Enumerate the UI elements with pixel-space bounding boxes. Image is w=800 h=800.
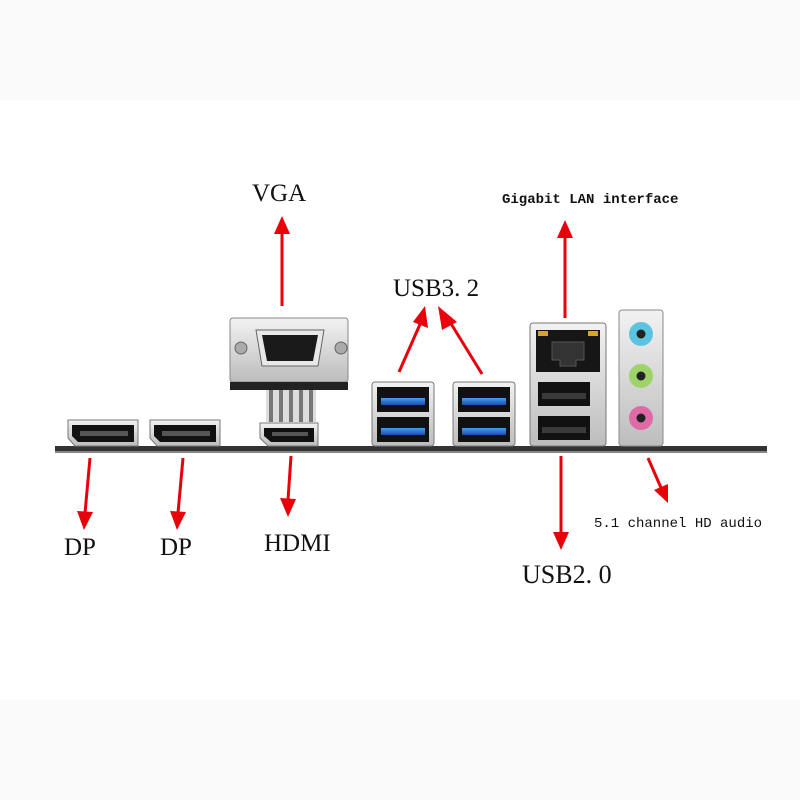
top-margin [0,0,800,100]
usb32-stack-left [371,381,435,447]
label-usb20: USB2. 0 [522,560,612,589]
arrow-usb20 [553,456,569,550]
arrow-lan [557,220,573,318]
arrows [77,216,668,550]
label-vga: VGA [252,180,307,207]
lan-usb20-stack [529,322,607,447]
dp-port-2 [149,419,221,447]
arrow-usb32-left [397,306,428,373]
arrow-usb32-right [438,306,484,375]
arrow-dp1 [77,457,93,530]
audio-jacks [618,309,664,447]
label-dp-1: DP [64,534,96,561]
hdmi-port [259,422,319,447]
dp-port-1 [67,419,139,447]
io-bracket [55,446,767,453]
vga-pins [266,390,316,422]
usb32-stack-right [452,381,516,447]
label-audio: 5.1 channel HD audio [594,516,763,532]
label-usb32: USB3. 2 [393,275,480,302]
label-lan: Gigabit LAN interface [502,192,679,208]
label-hdmi: HDMI [264,530,331,557]
arrow-audio [646,457,668,503]
vga-port [229,317,349,390]
arrow-hdmi [280,455,296,517]
arrow-vga [274,216,290,306]
label-dp-2: DP [160,534,192,561]
arrow-dp2 [170,457,186,530]
bottom-margin [0,700,800,800]
